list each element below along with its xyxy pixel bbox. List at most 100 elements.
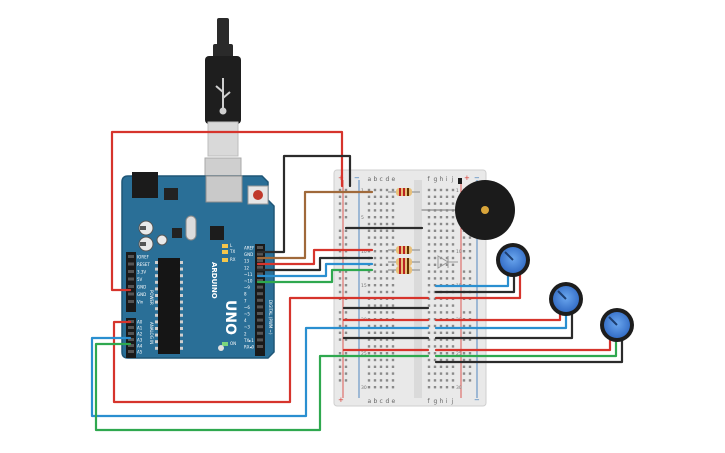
column-letter: e xyxy=(392,176,396,183)
digital-pin-label: 12 xyxy=(244,265,250,270)
analog-pin-label: A4 xyxy=(137,344,143,349)
resistor-2[interactable] xyxy=(388,246,420,254)
digital-pin[interactable] xyxy=(257,345,263,348)
analog-pin-label: A0 xyxy=(137,320,143,325)
digital-pin[interactable] xyxy=(257,312,263,315)
wire-pin-13[interactable] xyxy=(256,190,374,260)
column-letter: j xyxy=(451,398,454,405)
analog-pin[interactable] xyxy=(128,350,134,353)
column-letter: a xyxy=(368,176,372,183)
column-letter: b xyxy=(374,176,378,183)
potentiometer-1[interactable] xyxy=(496,243,530,277)
resistor-1[interactable] xyxy=(388,188,420,196)
power-pin-label: GND xyxy=(137,292,146,297)
resistor-4[interactable] xyxy=(388,266,420,274)
rgb-led[interactable] xyxy=(437,255,458,269)
arduino-board[interactable]: ARDUINO UNO TX RX L ON DIGITAL (PWM ~) P… xyxy=(121,172,275,359)
potentiometer-3[interactable] xyxy=(600,308,634,342)
wire-pin-10[interactable] xyxy=(256,262,374,278)
digital-pin-label: ~6 xyxy=(244,305,250,310)
digital-pin[interactable] xyxy=(257,272,263,276)
digital-pin-label: ~10 xyxy=(244,279,253,284)
digital-pin[interactable] xyxy=(257,325,263,329)
wire-pin-9[interactable] xyxy=(256,268,374,284)
wire-pin-11[interactable] xyxy=(256,256,374,272)
wire-5v[interactable] xyxy=(110,130,344,292)
digital-pin-label: 7 xyxy=(244,298,247,303)
usb-chip xyxy=(210,226,224,240)
wire-pot-3-vcc[interactable] xyxy=(434,336,624,364)
power-pin[interactable] xyxy=(128,262,134,266)
digital-pin[interactable] xyxy=(257,338,263,342)
tx-label: TX xyxy=(229,249,235,254)
power-jack xyxy=(132,172,158,198)
digital-pin-label: ~5 xyxy=(244,312,250,317)
column-letter: i xyxy=(446,176,448,183)
usb-jack xyxy=(205,175,243,203)
power-pin-label: Vin xyxy=(137,300,144,305)
digital-pin[interactable] xyxy=(257,252,263,256)
piezo-buzzer[interactable] xyxy=(455,178,515,240)
tx-led xyxy=(222,250,228,254)
digital-pin[interactable] xyxy=(257,305,263,309)
wire-pot-3-signal[interactable] xyxy=(434,336,612,352)
wire-pot-1-gnd[interactable] xyxy=(434,268,516,294)
row-number: 5 xyxy=(361,215,364,221)
usb-cable[interactable] xyxy=(204,18,242,201)
column-letter: e xyxy=(392,398,396,405)
power-pin[interactable] xyxy=(128,270,134,273)
wire-pot-1-power[interactable] xyxy=(112,296,346,404)
voltage-regulator xyxy=(164,188,178,200)
power-pin[interactable] xyxy=(128,300,134,303)
analog-pin-label: A3 xyxy=(137,338,143,343)
power-pin[interactable] xyxy=(128,277,134,281)
reset-button[interactable] xyxy=(247,185,269,205)
column-letter: c xyxy=(380,398,383,405)
digital-pin[interactable] xyxy=(257,265,263,269)
rail-plus-label-right: + xyxy=(464,174,470,182)
wire-pin-12[interactable] xyxy=(256,248,374,266)
wire-pot-2-gnd[interactable] xyxy=(434,310,568,330)
digital-pin[interactable] xyxy=(257,331,263,335)
rail-minus-label: − xyxy=(354,174,360,182)
rail-minus-label-right: − xyxy=(474,174,480,182)
potentiometer-2[interactable] xyxy=(549,282,583,316)
analog-pin[interactable] xyxy=(128,320,134,323)
l-label: L xyxy=(230,243,233,248)
power-pin-label: 5V xyxy=(137,277,143,282)
digital-pin[interactable] xyxy=(257,279,263,282)
analog-pin[interactable] xyxy=(128,332,134,335)
wire-pot-3-gnd[interactable] xyxy=(434,336,618,358)
digital-pin-label: GND xyxy=(244,252,253,257)
wire-analog-a2[interactable] xyxy=(90,326,346,418)
power-pin-label: IOREF xyxy=(137,255,150,260)
digital-pin[interactable] xyxy=(257,298,263,302)
wire-pot-1-vcc[interactable] xyxy=(434,268,522,300)
digital-pin-label: 13 xyxy=(244,259,250,264)
capacitor xyxy=(156,234,168,246)
digital-pin[interactable] xyxy=(257,259,263,263)
on-label: ON xyxy=(230,341,236,346)
model-label: UNO xyxy=(222,300,238,335)
analog-pin[interactable] xyxy=(128,344,134,347)
power-pin[interactable] xyxy=(128,255,134,258)
power-pin[interactable] xyxy=(128,292,134,296)
resistor-3[interactable] xyxy=(388,258,420,266)
digital-pin[interactable] xyxy=(257,292,263,296)
power-pin[interactable] xyxy=(128,285,134,288)
digital-pin-label: RX◂0 xyxy=(244,345,255,350)
digital-pin[interactable] xyxy=(257,318,263,322)
wire-gnd[interactable] xyxy=(256,154,352,254)
wire-pot-2-vcc[interactable] xyxy=(434,310,574,340)
column-letter: h xyxy=(440,398,444,405)
analog-pin[interactable] xyxy=(128,326,134,329)
digital-pin[interactable] xyxy=(257,285,263,289)
crystal xyxy=(185,215,197,241)
analog-pin[interactable] xyxy=(128,338,134,341)
digital-pin-label: AREF xyxy=(244,246,255,251)
wire-analog-a3[interactable] xyxy=(94,342,346,432)
digital-pin[interactable] xyxy=(257,246,263,249)
